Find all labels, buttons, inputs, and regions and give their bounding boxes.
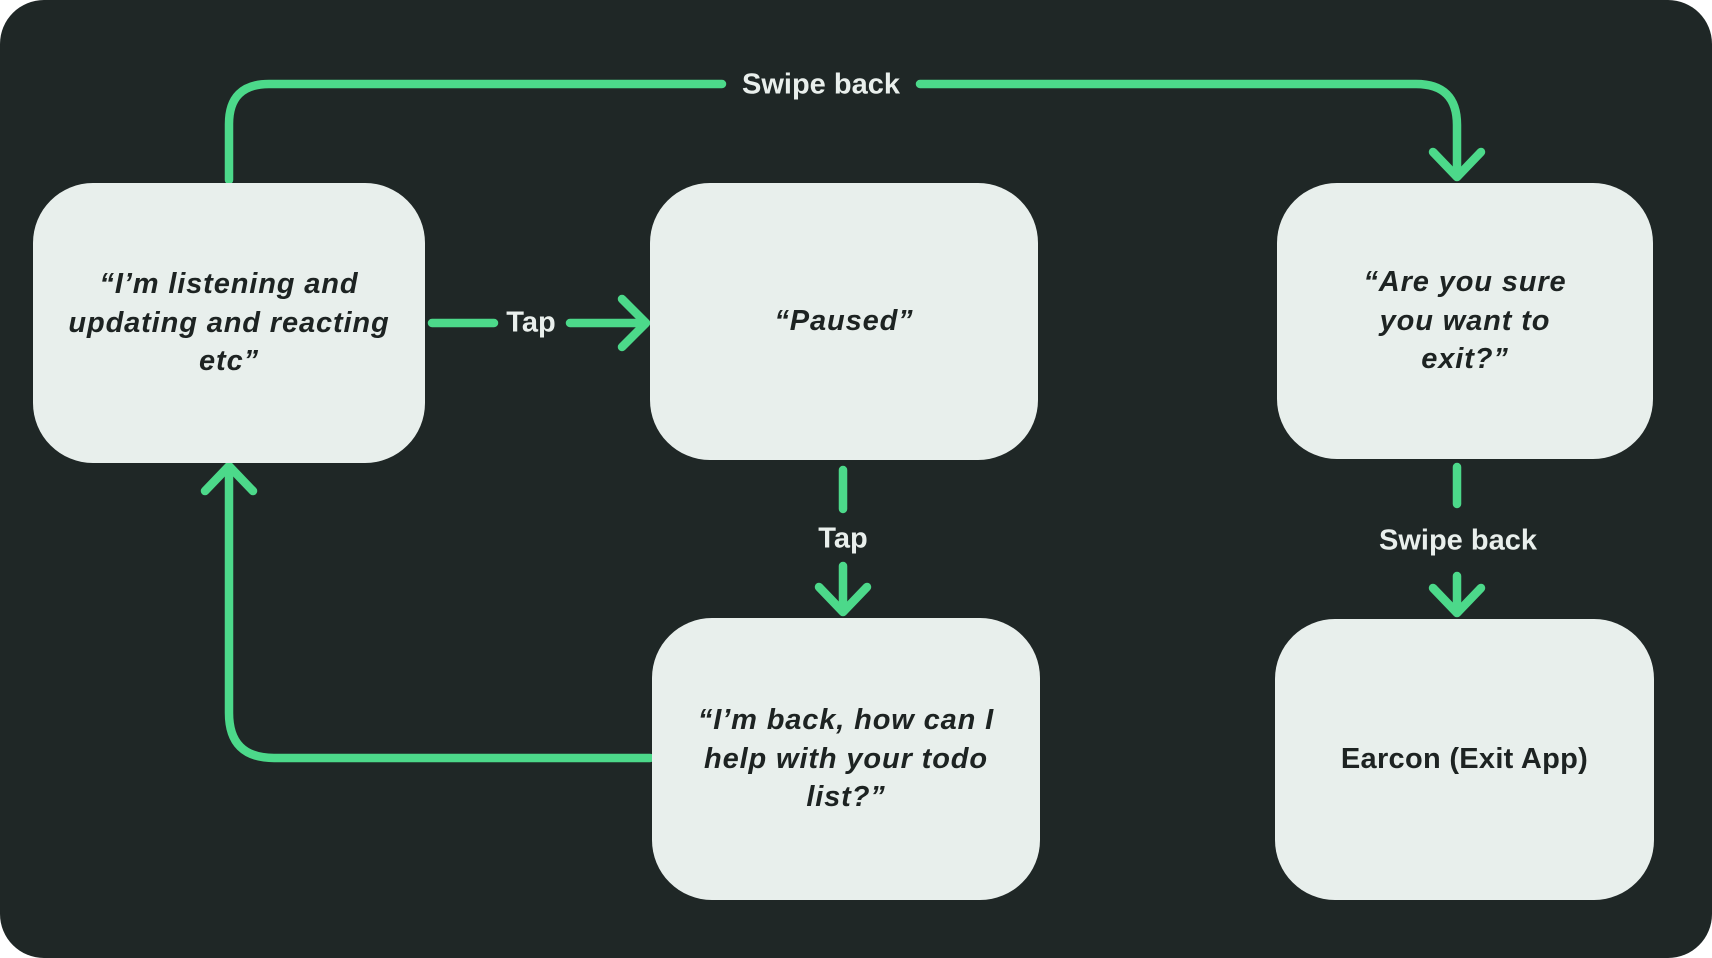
node-back-state: “I’m back, how can I help with your todo… bbox=[652, 618, 1040, 900]
edge-return-loop-line bbox=[224, 463, 655, 763]
edge-label-swipe-back-top: Swipe back bbox=[742, 68, 900, 101]
edge-tap-middle-arrowhead-down-icon bbox=[814, 582, 872, 617]
node-listening-state: “I’m listening and updating and reacting… bbox=[33, 183, 425, 463]
edge-swipe-back-right-arrowhead-down-icon bbox=[1428, 583, 1486, 618]
node-listening-label: “I’m listening and updating and reacting… bbox=[68, 268, 390, 378]
node-paused-state: “Paused” bbox=[650, 183, 1038, 460]
node-back-label: “I’m back, how can I help with your todo… bbox=[697, 704, 995, 814]
edge-label-tap-left: Tap bbox=[506, 306, 556, 339]
node-earcon-exit-app: Earcon (Exit App) bbox=[1275, 619, 1654, 900]
node-confirm-exit-label: “Are you sure you want to exit?” bbox=[1363, 266, 1567, 376]
edge-label-tap-middle: Tap bbox=[818, 522, 868, 555]
edge-label-swipe-back-right: Swipe back bbox=[1379, 524, 1537, 557]
node-confirm-exit-state: “Are you sure you want to exit?” bbox=[1277, 183, 1653, 459]
edge-swipe-back-top-arrowhead-down-icon bbox=[1428, 147, 1486, 182]
node-earcon-label: Earcon (Exit App) bbox=[1340, 743, 1589, 776]
edge-return-loop-arrowhead-up-icon bbox=[200, 461, 258, 496]
edge-swipe-back-top-segment-left bbox=[224, 79, 727, 185]
node-paused-label: “Paused” bbox=[774, 305, 914, 338]
edge-swipe-back-top-segment-right bbox=[915, 79, 1462, 181]
edge-tap-left-arrowhead-right-icon bbox=[617, 294, 651, 352]
